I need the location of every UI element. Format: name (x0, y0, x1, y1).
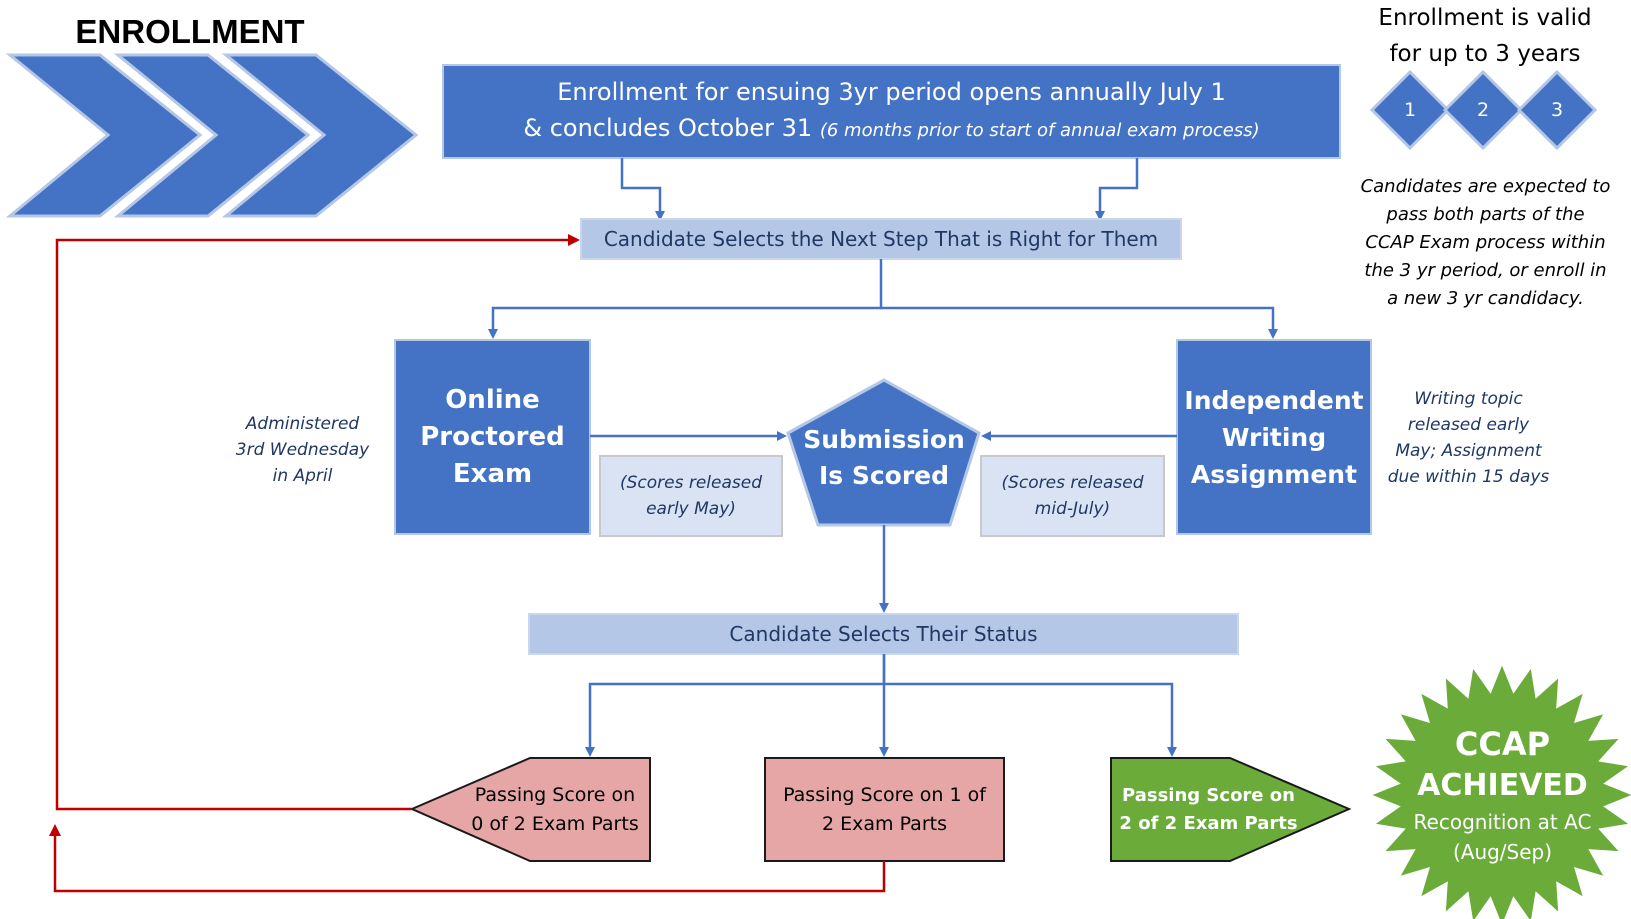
outcome-one: Passing Score on 1 of 2 Exam Parts (765, 758, 1004, 861)
loop-zero-back (55, 234, 580, 811)
chevron-1 (5, 53, 203, 218)
connector-status-right (884, 682, 1177, 757)
administered-line: Administered (245, 414, 360, 434)
connector-next-split (488, 259, 883, 339)
enrollment-chevrons (5, 53, 419, 218)
writing-topic-line: released early (1407, 414, 1530, 435)
candidates-note-line: CCAP Exam process within (1365, 231, 1606, 253)
year-2-label: 2 (1476, 99, 1490, 121)
submission-scored-label: Submission Is Scored (793, 418, 975, 498)
enrollment-title: ENROLLMENT (75, 13, 305, 50)
year-3-label: 3 (1550, 99, 1564, 121)
scores-july-box-shape (980, 455, 1165, 537)
enrollment-box: Enrollment for ensuing 3yr period opens … (443, 65, 1340, 158)
year-1-label: 1 (1403, 99, 1417, 121)
outcome-two-line: 2 of 2 Exam Parts (1119, 812, 1298, 834)
writing-topic-line: May; Assignment (1395, 440, 1542, 461)
outcome-zero-line: Passing Score on (474, 783, 636, 806)
candidates-note-line: Candidates are expected to (1360, 175, 1611, 197)
chevron-3 (221, 53, 419, 218)
writing-line: Independent (1184, 385, 1364, 415)
candidates-note-line: the 3 yr period, or enroll in (1364, 259, 1607, 281)
select-next-bar: Candidate Selects the Next Step That is … (603, 227, 1159, 251)
ccap-achieved-starburst (1367, 660, 1631, 919)
chevron-2 (113, 53, 311, 218)
select-status-bar: Candidate Selects Their Status (729, 622, 1038, 646)
outcome-one-line: Passing Score on 1 of (783, 783, 986, 806)
administered-line: 3rd Wednesday (235, 440, 370, 460)
online-exam-line: Online (445, 384, 540, 415)
validity-line-1: Enrollment is valid (1378, 5, 1592, 31)
outcome-two-line: Passing Score on (1122, 784, 1295, 806)
enrollment-line-2-wrap: & concludes October 31 (6 months prior t… (523, 110, 1259, 149)
outcome-two: Passing Score on 2 of 2 Exam Parts (1111, 758, 1306, 861)
online-exam-line: Exam (452, 458, 533, 489)
scores-july-box: (Scores released mid-July) (981, 456, 1164, 536)
enrollment-line-1: Enrollment for ensuing 3yr period opens … (557, 78, 1226, 106)
scores-july-line: mid-July) (1034, 499, 1111, 519)
recognition-line: Recognition at AC (1413, 810, 1592, 834)
ccap-line: CCAP (1454, 725, 1551, 763)
outcome-zero-shape (409, 757, 651, 862)
candidates-note-line: pass both parts of the (1386, 203, 1585, 225)
administered-line: in April (272, 466, 333, 486)
writing-topic-line: Writing topic (1414, 388, 1523, 409)
writing-topic-line: due within 15 days (1387, 466, 1550, 487)
loop-one-back (49, 824, 886, 893)
writing-topic-note: Writing topic released early May; Assign… (1376, 385, 1561, 490)
outcome-two-shape (1110, 757, 1352, 862)
scores-july-line: (Scores released (1001, 473, 1144, 493)
validity-line-2: for up to 3 years (1389, 41, 1581, 67)
writing-line: Assignment (1190, 459, 1358, 489)
scores-may-box: (Scores released early May) (600, 456, 782, 536)
candidates-expected-note: Candidates are expected to pass both par… (1340, 170, 1631, 315)
writing-line: Writing (1221, 422, 1327, 452)
outcome-one-shape (764, 757, 1005, 862)
year-1-diamond (1369, 69, 1451, 151)
scores-may-line: (Scores released (619, 473, 763, 493)
writing-box-shape (1176, 339, 1372, 535)
scores-may-box-shape (599, 455, 783, 537)
online-exam-box: Online Proctored Exam (395, 340, 590, 534)
year-3-diamond (1516, 69, 1598, 151)
enrollment-box-shape (442, 64, 1341, 159)
connector-status-left (585, 654, 886, 757)
online-exam-line: Proctored (420, 421, 565, 452)
enrollment-note: (6 months prior to start of annual exam … (819, 120, 1260, 141)
year-2-diamond (1442, 69, 1524, 151)
outcome-one-line: 2 Exam Parts (822, 812, 947, 835)
administered-note: Administered 3rd Wednesday in April (215, 410, 390, 490)
outcome-zero: Passing Score on 0 of 2 Exam Parts (460, 758, 650, 861)
writing-assignment-box: Independent Writing Assignment (1177, 340, 1371, 534)
aug-sep-line: (Aug/Sep) (1452, 840, 1553, 864)
connector-next-split-right (881, 306, 1278, 339)
connector-enroll-left (620, 158, 665, 221)
achieved-line: ACHIEVED (1417, 768, 1588, 803)
enrollment-line-2: & concludes October 31 (523, 114, 813, 142)
connector-enroll-right (1095, 158, 1139, 221)
submission-line: Is Scored (818, 461, 950, 490)
candidates-note-line: a new 3 yr candidacy. (1387, 287, 1584, 309)
submission-line: Submission (803, 425, 965, 454)
ccap-achieved-label: CCAP ACHIEVED Recognition at AC (Aug/Sep… (1380, 710, 1625, 880)
online-exam-box-shape (394, 339, 591, 535)
outcome-zero-line: 0 of 2 Exam Parts (471, 812, 639, 835)
status-bar-shape (528, 613, 1239, 655)
scores-may-line: early May) (646, 499, 736, 519)
validity-note: Enrollment is valid for up to 3 years (1350, 0, 1620, 72)
